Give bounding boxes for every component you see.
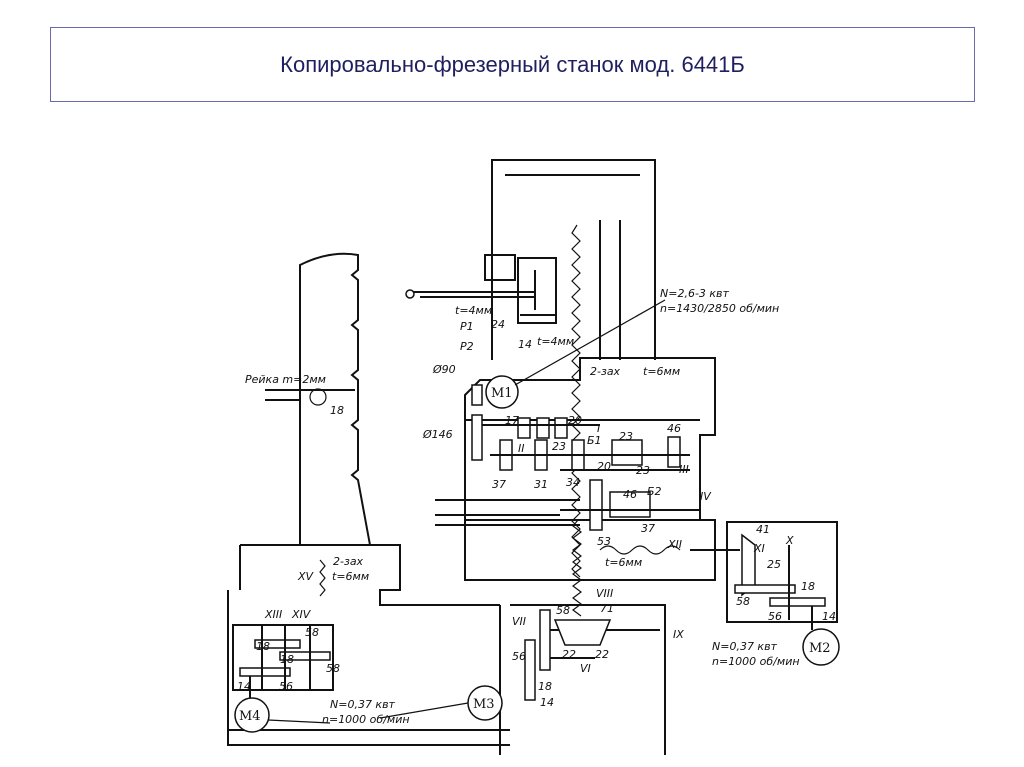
m1-power: N=2,6-3 квт xyxy=(660,287,730,300)
label: 58 xyxy=(305,626,319,639)
label: 23 xyxy=(552,440,566,453)
diagram-labels: Рейка m=2мм 18 t=4мм 24 P1 P2 14 t=4мм Ø… xyxy=(237,304,836,709)
label: Рейка m=2мм xyxy=(245,373,326,386)
label: XIV xyxy=(291,608,312,621)
label: 56 xyxy=(279,680,293,693)
label: t=6мм xyxy=(643,365,680,378)
label: 20 xyxy=(568,414,582,427)
label: IX xyxy=(673,628,684,641)
label: X xyxy=(785,534,794,547)
motor-m2: M2 xyxy=(802,628,840,666)
label: 58 xyxy=(326,662,340,675)
label: 14 xyxy=(518,338,532,351)
slide-title: Копировально-фрезерный станок мод. 6441Б xyxy=(280,51,745,77)
template-holder xyxy=(227,252,510,746)
label: 58 xyxy=(736,595,750,608)
label: 18 xyxy=(256,640,270,653)
label: 18 xyxy=(538,680,552,693)
motor-m1-label: M1 xyxy=(491,386,513,401)
label: P1 xyxy=(460,320,474,333)
label: 23 xyxy=(636,464,650,477)
label: 37 xyxy=(492,478,506,491)
label: Ø146 xyxy=(422,428,453,441)
label: 34 xyxy=(566,476,580,489)
label: 18 xyxy=(330,404,344,417)
label: II xyxy=(518,442,525,455)
gearbox-housing xyxy=(435,357,740,617)
label: I xyxy=(597,422,600,435)
label: t=6мм xyxy=(605,556,642,569)
motor-m4: M4 xyxy=(234,697,270,733)
label: 14 xyxy=(237,680,251,693)
label: 14 xyxy=(540,696,554,709)
label: XII xyxy=(667,538,682,551)
label: 14 xyxy=(822,610,836,623)
label: 25 xyxy=(767,558,781,571)
label: Б2 xyxy=(647,485,662,498)
label: 17 xyxy=(505,414,519,427)
label: 24 xyxy=(491,318,505,331)
column xyxy=(491,159,656,578)
label: 56 xyxy=(768,610,782,623)
label: 46 xyxy=(667,422,681,435)
label: 22 xyxy=(595,648,609,661)
m34-speed: n=1000 об/мин xyxy=(322,713,410,726)
label: 46 xyxy=(623,488,637,501)
motor-m1: M1 xyxy=(485,375,519,409)
copy-head xyxy=(405,254,557,324)
label: XI xyxy=(753,542,765,555)
table-gearbox xyxy=(499,604,666,755)
label: t=4мм xyxy=(537,335,574,348)
label: t=4мм xyxy=(455,304,492,317)
label: 2-зах xyxy=(333,555,364,568)
motor-m4-label: M4 xyxy=(239,709,261,724)
feed-gearbox xyxy=(726,521,838,630)
label: Ø90 xyxy=(432,363,456,376)
label: 37 xyxy=(641,522,655,535)
label: 20 xyxy=(597,460,611,473)
m1-speed: n=1430/2850 об/мин xyxy=(660,302,779,315)
label: VIII xyxy=(596,587,613,600)
label: 22 xyxy=(562,648,576,661)
label: t=6мм xyxy=(332,570,369,583)
m34-power: N=0,37 квт xyxy=(330,698,396,711)
label: III xyxy=(679,463,689,476)
m2-speed: n=1000 об/мин xyxy=(712,655,800,668)
label: VII xyxy=(512,615,526,628)
motor-m3: M3 xyxy=(467,685,503,721)
label: 71 xyxy=(600,602,614,615)
title-box: Копировально-фрезерный станок мод. 6441Б xyxy=(50,27,975,102)
motor-m2-label: M2 xyxy=(809,641,831,656)
label: P2 xyxy=(460,340,474,353)
label: 58 xyxy=(556,604,570,617)
m2-power: N=0,37 квт xyxy=(712,640,778,653)
label: 41 xyxy=(756,523,770,536)
motor-m3-label: M3 xyxy=(473,697,495,712)
label: 18 xyxy=(801,580,815,593)
label: XV xyxy=(297,570,315,583)
label: IV xyxy=(700,490,712,503)
label: 56 xyxy=(512,650,526,663)
label: 18 xyxy=(280,653,294,666)
label: XIII xyxy=(264,608,282,621)
label: 53 xyxy=(597,535,611,548)
label: 23 xyxy=(619,430,633,443)
label: Б1 xyxy=(587,434,602,447)
label: 31 xyxy=(534,478,548,491)
label: VI xyxy=(580,662,591,675)
label: 2-зах xyxy=(590,365,621,378)
